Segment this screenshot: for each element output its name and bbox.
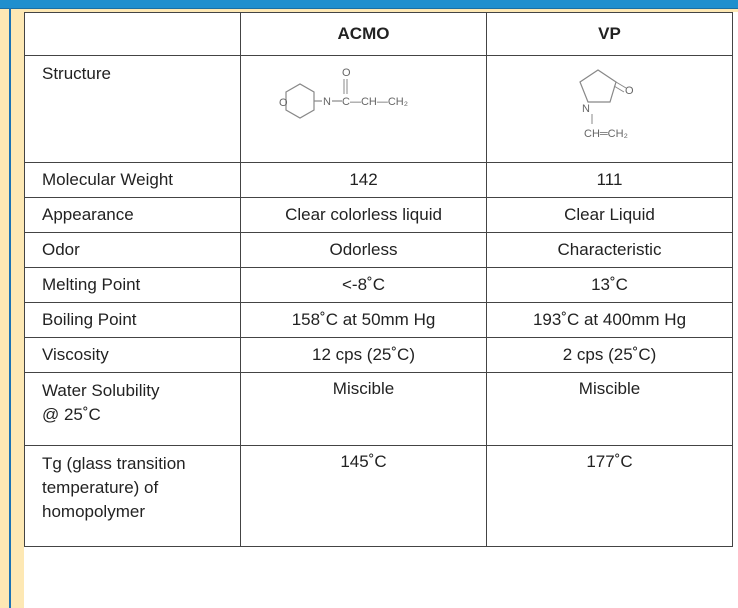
header-vp: VP	[486, 12, 733, 56]
acmo-value: Miscible	[240, 372, 487, 446]
acmo-value: 145˚C	[240, 445, 487, 547]
acmo-value: <-8˚C	[240, 267, 487, 303]
vp-value: 111	[486, 162, 733, 198]
header-empty	[24, 12, 241, 56]
row-label: Molecular Weight	[24, 162, 241, 198]
vp-value: 13˚C	[486, 267, 733, 303]
vp-value: 177˚C	[486, 445, 733, 547]
header-row: ACMO VP	[24, 12, 733, 56]
acmo-value: 158˚C at 50mm Hg	[240, 302, 487, 338]
vp-o: O	[625, 85, 634, 97]
vp-n: N	[582, 103, 590, 115]
acmo-carbonyl-o: O	[342, 67, 351, 79]
label-line: Water Solubility	[42, 381, 160, 400]
vp-structure-diagram: O N CH═CH₂	[578, 69, 634, 140]
row-label: Appearance	[24, 197, 241, 233]
acmo-value: Odorless	[240, 232, 487, 268]
vp-value: Miscible	[486, 372, 733, 446]
vp-value: Characteristic	[486, 232, 733, 268]
properties-table: ACMO VP Structure O N O C—C	[24, 12, 733, 547]
table-row: Appearance Clear colorless liquid Clear …	[24, 197, 733, 233]
acmo-ring-o: O	[279, 97, 288, 109]
properties-table-container: ACMO VP Structure O N O C—C	[24, 12, 738, 608]
acmo-value: 142	[240, 162, 487, 198]
tg-label: Tg (glass transition temperature) of hom…	[24, 445, 241, 547]
table-row: Melting Point <-8˚C 13˚C	[24, 267, 733, 303]
vp-value: 193˚C at 400mm Hg	[486, 302, 733, 338]
vp-chain: CH═CH₂	[584, 128, 628, 140]
structure-row: Structure O N O C—CH—CH₂	[24, 55, 733, 163]
table-row: Molecular Weight 142 111	[24, 162, 733, 198]
row-label: Viscosity	[24, 337, 241, 373]
label-line: homopolymer	[42, 502, 145, 521]
acmo-chain: C—CH—CH₂	[342, 96, 408, 108]
vp-value: 2 cps (25˚C)	[486, 337, 733, 373]
top-banner	[0, 0, 738, 9]
header-acmo: ACMO	[240, 12, 487, 56]
tg-row: Tg (glass transition temperature) of hom…	[24, 445, 733, 547]
label-line: Tg (glass transition	[42, 454, 186, 473]
structure-label: Structure	[24, 55, 241, 163]
table-row: Viscosity 12 cps (25˚C) 2 cps (25˚C)	[24, 337, 733, 373]
table-row: Odor Odorless Characteristic	[24, 232, 733, 268]
acmo-n: N	[323, 96, 331, 108]
row-label: Melting Point	[24, 267, 241, 303]
vp-value: Clear Liquid	[486, 197, 733, 233]
label-line: @ 25˚C	[42, 405, 101, 424]
acmo-value: Clear colorless liquid	[240, 197, 487, 233]
label-line: temperature) of	[42, 478, 159, 497]
acmo-value: 12 cps (25˚C)	[240, 337, 487, 373]
acmo-structure: O N O C—CH—CH₂	[240, 55, 487, 163]
acmo-structure-diagram: O N O C—CH—CH₂	[279, 67, 408, 119]
vp-structure: O N CH═CH₂	[486, 55, 733, 163]
row-label: Odor	[24, 232, 241, 268]
row-label: Boiling Point	[24, 302, 241, 338]
table-row: Boiling Point 158˚C at 50mm Hg 193˚C at …	[24, 302, 733, 338]
water-solubility-row: Water Solubility @ 25˚C Miscible Miscibl…	[24, 372, 733, 446]
water-solubility-label: Water Solubility @ 25˚C	[24, 372, 241, 446]
left-rule	[9, 8, 11, 608]
